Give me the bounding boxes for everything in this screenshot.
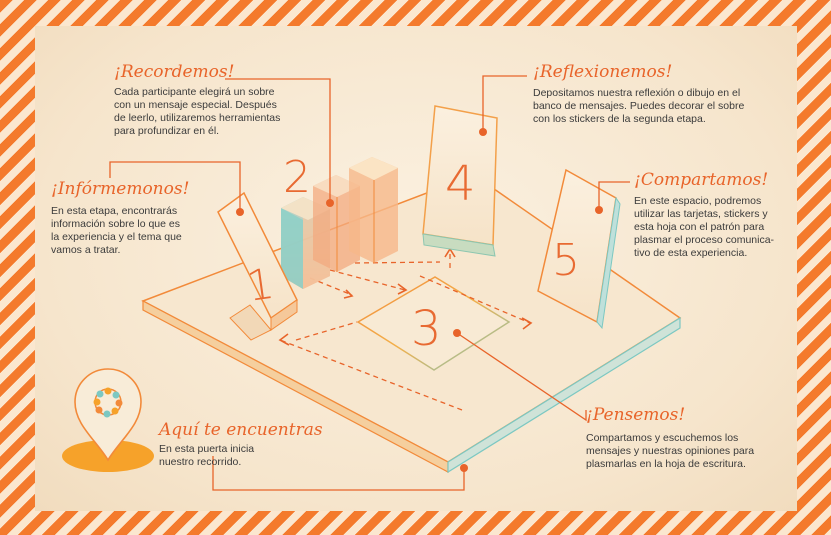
stage-3-floor (356, 276, 511, 371)
callout-lines (109, 75, 630, 491)
stage-4-title: ¡Reflexionemos! (533, 62, 673, 82)
stage-5-title: ¡Compartamos! (634, 170, 769, 190)
stage-number-4: 4 (445, 156, 476, 212)
stage-1-text: En esta etapa, encontrarás información s… (51, 205, 182, 256)
location-text: En esta puerta inicia nuestro recorrido. (159, 443, 255, 468)
stage-1-title: ¡Infórmemonos! (51, 179, 190, 199)
stage-2-boxes (281, 157, 398, 289)
stage-2-text: Cada participante elegirá un sobre con u… (114, 86, 281, 137)
location-title: Aquí te encuentras (159, 420, 323, 440)
stage-number-5: 5 (552, 235, 580, 286)
stage-3-title: ¡Pensemos! (586, 405, 686, 425)
stage-3-text: Compartamos y escuchemos los mensajes y … (586, 432, 755, 470)
stage-number-2: 2 (283, 152, 311, 203)
stage-number-3: 3 (411, 301, 442, 357)
location-pin-icon (62, 368, 154, 472)
stage-4-text: Depositamos nuestra reflexión o dibujo e… (533, 87, 745, 125)
stage-5-text: En este espacio, podremos utilizar las t… (634, 195, 775, 259)
stage-1-card (217, 191, 298, 341)
path-arrows (279, 252, 531, 411)
callout-dots (236, 128, 603, 472)
stage-4-card (422, 105, 498, 257)
stage-2-title: ¡Recordemos! (114, 62, 235, 82)
